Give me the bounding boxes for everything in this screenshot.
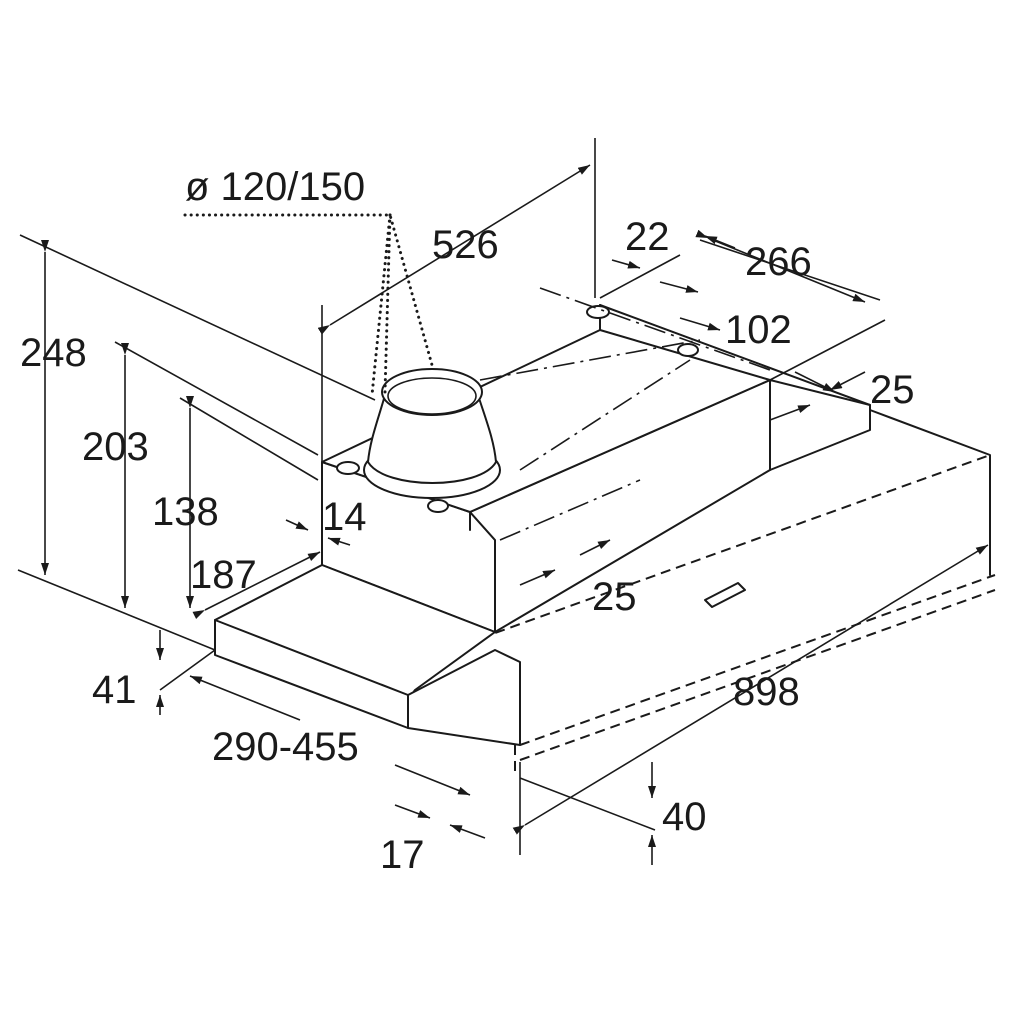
label-depth: 526 [432,223,499,267]
label-visor-thickness: 41 [92,668,137,712]
label-front-setback: 14 [322,495,367,539]
dimension-lines [17,138,991,865]
dimension-labels: ø 120/150 526 248 203 138 22 266 102 25 … [20,165,915,877]
duct-collar [336,287,771,541]
label-extension-range: 290-455 [212,725,359,769]
label-body-height: 203 [82,425,149,469]
label-rear-offset: 22 [625,215,670,259]
label-front-height: 138 [152,490,219,534]
label-panel-thickness: 17 [380,833,425,877]
label-outlet-width: 266 [745,240,812,284]
label-duct-diameter: ø 120/150 [185,165,365,209]
label-bottom-offset: 25 [592,575,637,619]
label-outlet-offset: 102 [725,308,792,352]
label-width: 898 [733,670,800,714]
label-side-offset-right: 25 [870,368,915,412]
label-front-depth: 187 [190,553,257,597]
label-overall-height: 248 [20,331,87,375]
label-base-height: 40 [662,795,707,839]
